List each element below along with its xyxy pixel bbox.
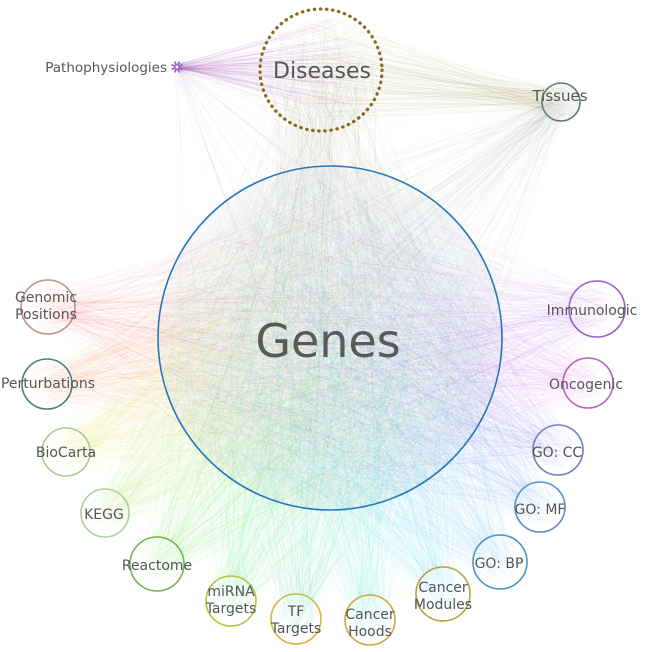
node-pathophysiologies-center: [174, 64, 180, 70]
node-tf_targets[interactable]: [270, 593, 322, 645]
node-cancer_modules[interactable]: [415, 566, 471, 622]
node-reactome[interactable]: [129, 536, 185, 592]
node-immunologic[interactable]: [568, 280, 626, 338]
edge-bundle-genes-tissues: [170, 88, 574, 495]
node-biocarta[interactable]: [41, 427, 91, 477]
node-go_bp[interactable]: [472, 534, 528, 590]
label-go_cc: GO: CC: [532, 445, 583, 461]
edge-bundle-genes-cancer_hoods: [177, 177, 486, 640]
edge-bundle-genes-go_mf: [171, 177, 560, 527]
node-go_cc[interactable]: [532, 424, 584, 476]
label-genes: Genes: [255, 314, 400, 368]
node-go_mf[interactable]: [514, 481, 566, 533]
edge-bundle-genes-go_cc: [171, 183, 578, 495]
label-pathophysiologies: Pathophysiologies: [45, 60, 167, 76]
labels-layer: Genes Diseases PathophysiologiesTissuesGen…: [1, 59, 637, 640]
edge-bundle-diseases-tissues: [266, 18, 575, 125]
edge-bundle-genes-pathophysiologies: [172, 62, 486, 500]
node-cancer_hoods[interactable]: [344, 594, 396, 646]
edge-bundle-genes-biocarta: [47, 181, 477, 502]
label-go_bp: GO: BP: [475, 556, 524, 572]
edge-bundle-diseases-pathophysiologies: [173, 18, 368, 124]
node-diseases[interactable]: [258, 7, 384, 133]
node-genes[interactable]: [157, 165, 503, 511]
nodes-layer: [20, 7, 626, 646]
label-biocarta: BioCarta: [36, 445, 96, 461]
node-pathophysiologies[interactable]: [171, 61, 183, 73]
node-kegg[interactable]: [80, 488, 130, 538]
edge-bundle-genes-genomic_positions: [26, 181, 469, 499]
label-reactome: Reactome: [122, 558, 192, 574]
edge-bundle-genes-immunologic: [175, 189, 619, 496]
node-oncogenic[interactable]: [562, 357, 614, 409]
label-perturbations: Perturbations: [1, 376, 95, 392]
edge-bundle-genes-tf_targets: [171, 181, 483, 639]
edge-bundle-genes-cancer_modules: [167, 173, 472, 615]
label-immunologic: Immunologic: [547, 303, 638, 319]
node-genomic_positions[interactable]: [20, 279, 76, 335]
edge-bundle-genes-oncogenic: [171, 181, 608, 501]
label-oncogenic: Oncogenic: [549, 377, 623, 393]
label-go_mf: GO: MF: [515, 502, 566, 518]
node-tissues[interactable]: [541, 82, 581, 122]
node-mirna_targets[interactable]: [205, 575, 257, 627]
label-tissues: Tissues: [531, 87, 587, 105]
node-perturbations[interactable]: [21, 358, 73, 410]
edge-bundles: [26, 15, 619, 640]
edge-bundle-genes-perturbations: [27, 176, 490, 496]
label-diseases: Diseases: [273, 59, 371, 84]
label-kegg: KEGG: [84, 507, 124, 523]
edge-bundle-genes-diseases: [165, 15, 492, 500]
edge-bundle-genes-kegg: [86, 176, 495, 532]
edge-bundle-genes-go_bp: [169, 177, 521, 584]
edge-bundle-genes-mirna_targets: [176, 175, 489, 621]
